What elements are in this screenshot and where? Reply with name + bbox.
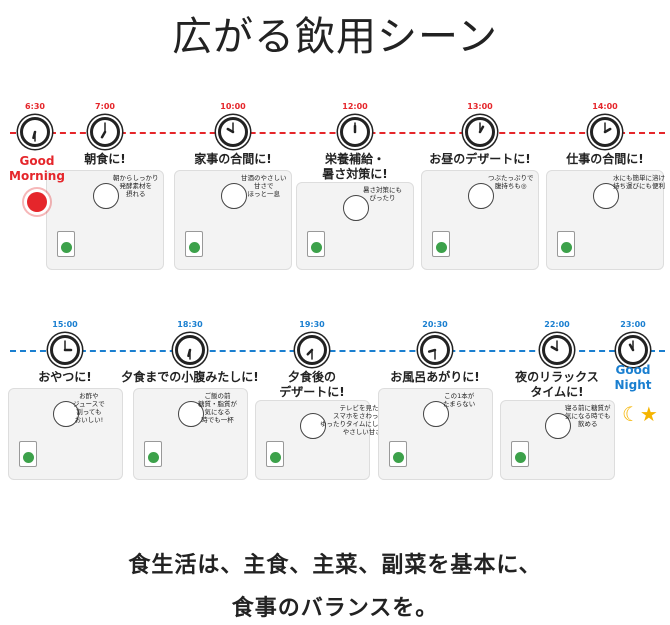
sun-icon (27, 192, 47, 212)
amazake-pack (388, 441, 407, 467)
clock-icon (590, 117, 620, 147)
clock-icon (90, 117, 120, 147)
scene-label: 夕食後の デザートに! (279, 370, 345, 399)
clock-icon (542, 335, 572, 365)
scene-label: 家事の合間に! (194, 152, 272, 166)
person-illustration (593, 183, 619, 209)
person-illustration (178, 401, 204, 427)
scene-illustration (7, 388, 123, 480)
clock-icon (465, 117, 495, 147)
person-illustration (343, 195, 369, 221)
person-illustration (93, 183, 119, 209)
person-illustration (300, 413, 326, 439)
clock-icon (50, 335, 80, 365)
time-label: 12:00 (342, 102, 368, 111)
scene-note: テレビを見たり スマホをさわったり ゆったりタイムにしみわたる やさしい甘さ (320, 404, 405, 436)
scene-note: 甘酒のやさしい 甘さで ほっと一息 (241, 174, 287, 198)
good-night-label: Good Night (614, 363, 652, 392)
scene-illustration (421, 170, 539, 270)
scene-label: 仕事の合間に! (566, 152, 644, 166)
scene-note: 暑さ対策にも ぴったり (363, 186, 402, 202)
timeline-night (10, 350, 665, 352)
scene-illustration (132, 388, 248, 480)
amazake-pack (307, 231, 325, 257)
scene-note: お酢や ジュースで 割っても おいしい! (73, 392, 105, 424)
scene-illustration (499, 400, 615, 480)
time-label: 22:00 (544, 320, 570, 329)
clock-icon (618, 335, 648, 365)
scene-label: お風呂あがりに! (390, 370, 480, 384)
scene-illustration (546, 170, 664, 270)
scene-label: 栄養補給・ 暑さ対策に! (322, 152, 388, 181)
scene-illustration (254, 400, 370, 480)
person-illustration (468, 183, 494, 209)
scene-note: 水にも簡単に溶け 持ち運びにも便利 (613, 174, 665, 190)
scene-illustration (46, 170, 164, 270)
scene-label: 夕食までの小腹みたしに! (121, 370, 259, 384)
timeline-day (10, 132, 665, 134)
clock-icon (340, 117, 370, 147)
amazake-pack (18, 441, 37, 467)
time-label: 19:30 (299, 320, 325, 329)
amazake-pack (57, 231, 75, 257)
person-illustration (423, 401, 449, 427)
time-label: 23:00 (620, 320, 646, 329)
clock-icon (20, 117, 50, 147)
bottom-message-line1: 食生活は、主食、主菜、副菜を基本に、 (128, 553, 542, 578)
time-label: 10:00 (220, 102, 246, 111)
clock-icon (218, 117, 248, 147)
time-label: 18:30 (177, 320, 203, 329)
scene-note: 寝る前に糖質が 気になる時でも 飲める (565, 404, 611, 428)
scene-label: 朝食に! (84, 152, 126, 166)
time-label: 7:00 (95, 102, 115, 111)
bottom-message-line2: 食事のバランスを。 (231, 596, 439, 621)
scene-label: おやつに! (38, 370, 92, 384)
scene-note: つぶたっぷりで 腹持ちも◎ (488, 174, 534, 190)
scene-note: この1本が たまらない (443, 392, 476, 408)
amazake-pack (143, 441, 162, 467)
scene-note: 朝からしっかり 発酵素材を 摂れる (113, 174, 159, 198)
scene-label: お昼のデザートに! (429, 152, 531, 166)
person-illustration (53, 401, 79, 427)
time-label: 13:00 (467, 102, 493, 111)
good-morning-label: Good Morning (9, 154, 65, 183)
scene-label: 夜のリラックス タイムに! (515, 370, 599, 399)
amazake-pack (185, 231, 203, 257)
clock-icon (297, 335, 327, 365)
scene-illustration (174, 170, 292, 270)
clock-icon (420, 335, 450, 365)
time-label: 20:30 (422, 320, 448, 329)
amazake-pack (432, 231, 450, 257)
scene-illustration (296, 182, 414, 270)
person-illustration (221, 183, 247, 209)
moon-star-icon: ☾★ (622, 402, 658, 426)
amazake-pack (510, 441, 529, 467)
amazake-pack (557, 231, 575, 257)
person-illustration (545, 413, 571, 439)
time-label: 15:00 (52, 320, 78, 329)
clock-icon (175, 335, 205, 365)
scene-note: ご飯の前 糖質・脂質が 気になる 時でも一杯 (198, 392, 237, 424)
time-label: 6:30 (25, 102, 45, 111)
time-label: 14:00 (592, 102, 618, 111)
amazake-pack (265, 441, 284, 467)
page-title: 広がる飲用シーン (172, 14, 498, 60)
scene-illustration (377, 388, 493, 480)
